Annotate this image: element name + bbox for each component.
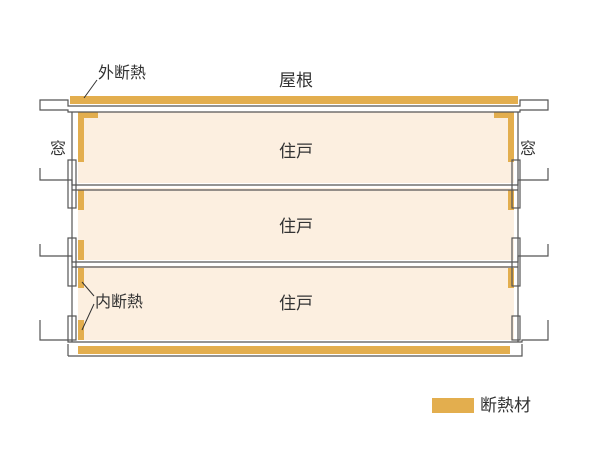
inner-insulation-leader-down (81, 303, 95, 331)
wall-insulation-left-2 (78, 190, 84, 210)
window-frame-left-1 (67, 159, 77, 209)
window-frame-right-2 (511, 237, 521, 287)
wall-insulation-left-3 (78, 240, 84, 260)
inner-insulation-leader-up (81, 281, 95, 297)
roof-insulation (70, 96, 518, 104)
ground-slab (39, 320, 549, 343)
window-frame-left-3 (67, 315, 77, 341)
roof-slab (39, 99, 549, 113)
window-frame-right-1 (511, 159, 521, 209)
legend-label: 断熱材 (480, 396, 531, 416)
structure (39, 99, 549, 357)
wall-insulation-left-5 (78, 320, 84, 340)
unit-label-top: 住戸 (279, 142, 313, 162)
ground-insulation (78, 346, 510, 354)
window-label-right: 窓 (520, 139, 536, 158)
unit-label-middle: 住戸 (279, 217, 313, 237)
unit-bottom-fill (78, 266, 514, 340)
insulation-material (70, 96, 518, 354)
legend: 断熱材 (432, 396, 531, 416)
window-label-left: 窓 (50, 139, 66, 158)
unit-middle-fill (78, 188, 514, 260)
unit-top-fill (78, 112, 514, 183)
corner-insulation-left (78, 112, 98, 132)
window-frame-left-2 (67, 237, 77, 287)
unit-interiors (78, 112, 514, 340)
wall-insulation-left-1 (78, 132, 84, 162)
wall-insulation-right-2 (508, 190, 514, 210)
ground-slab-lower (67, 344, 523, 357)
outer-insulation-label: 外断熱 (98, 63, 146, 82)
floor-slab-2 (39, 168, 549, 186)
wall-insulation-right-3 (508, 268, 514, 288)
inner-insulation-label: 内断熱 (95, 292, 143, 311)
corner-insulation-right (494, 112, 514, 132)
legend-swatch (432, 398, 474, 413)
outer-insulation-leader (83, 79, 98, 99)
wall-insulation-left-4 (78, 268, 84, 288)
unit-label-bottom: 住戸 (279, 294, 313, 314)
wall-insulation-right-1 (508, 132, 514, 162)
roof-label: 屋根 (279, 71, 313, 91)
window-frame-right-3 (511, 315, 521, 341)
leader-lines (81, 79, 98, 331)
floor-slab-3 (39, 244, 549, 263)
